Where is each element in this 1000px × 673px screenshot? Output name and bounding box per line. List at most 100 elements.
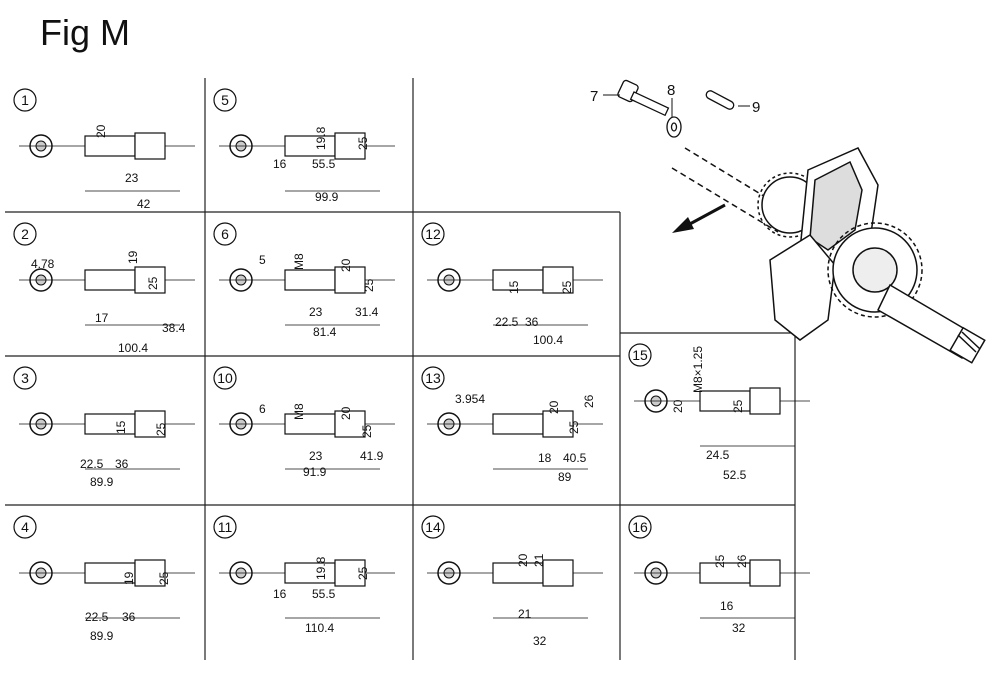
dimension-label: 4.78 bbox=[31, 257, 55, 271]
dimension-label: 20 bbox=[547, 400, 561, 414]
dimension-label: 25 bbox=[146, 276, 160, 290]
dimension-label: 17 bbox=[95, 311, 109, 325]
dimension-label: 32 bbox=[533, 634, 547, 648]
dimension-label: 15 bbox=[507, 280, 521, 294]
dimension-label: 15 bbox=[114, 420, 128, 434]
dimension-label: 99.9 bbox=[315, 190, 339, 204]
shaft-shoulder bbox=[134, 266, 166, 294]
shaft-shoulder bbox=[334, 559, 366, 587]
cell-number-circle bbox=[628, 515, 652, 539]
dimension-label: 42 bbox=[137, 197, 151, 211]
dimension-label: 19.8 bbox=[314, 556, 328, 580]
dimension-label: 24.5 bbox=[706, 448, 730, 462]
shaft-shoulder bbox=[542, 266, 574, 294]
dimension-label: 55.5 bbox=[312, 587, 336, 601]
dimension-label: 55.5 bbox=[312, 157, 336, 171]
dimension-label: 25 bbox=[731, 399, 745, 413]
dimension-label: M8×1.25 bbox=[691, 346, 705, 393]
cell-number: 11 bbox=[218, 519, 233, 535]
dimension-label: 20 bbox=[339, 258, 353, 272]
dimension-label: 91.9 bbox=[303, 465, 327, 479]
dimension-label: 16 bbox=[720, 599, 734, 613]
cell-number: 13 bbox=[425, 370, 441, 386]
dimension-label: 6 bbox=[259, 402, 266, 416]
cell-number: 1 bbox=[21, 92, 29, 108]
callout-leaders bbox=[603, 94, 750, 117]
dimension-label: 100.4 bbox=[118, 341, 148, 355]
dimension-label: 38.4 bbox=[162, 321, 186, 335]
shaft-shoulder bbox=[334, 132, 366, 160]
dimension-label: 21 bbox=[532, 553, 546, 567]
dimension-label: 23 bbox=[309, 305, 323, 319]
dimension-label: 20 bbox=[671, 399, 685, 413]
shaft-shoulder bbox=[749, 387, 781, 415]
cell-number: 10 bbox=[217, 370, 233, 386]
dimension-label: 36 bbox=[115, 457, 129, 471]
dimension-label: 20 bbox=[339, 406, 353, 420]
dimension-label: 19 bbox=[126, 250, 140, 264]
shaft-profile bbox=[84, 269, 136, 291]
dimension-label: 25 bbox=[157, 571, 171, 585]
cell-number-circle bbox=[213, 222, 237, 246]
cell-number-circle bbox=[213, 515, 237, 539]
cell-number-circle bbox=[213, 366, 237, 390]
bolt-icon bbox=[617, 79, 670, 117]
dimension-label: 25 bbox=[713, 554, 727, 568]
shaft-shoulder bbox=[134, 559, 166, 587]
dimension-label: 40.5 bbox=[563, 451, 587, 465]
cell-number-circle bbox=[213, 88, 237, 112]
cell-number-circle bbox=[628, 343, 652, 367]
key-pin-icon bbox=[705, 90, 735, 110]
figure-title: Fig M bbox=[40, 12, 130, 53]
dimension-label: 36 bbox=[122, 610, 136, 624]
dimension-label: 110.4 bbox=[305, 621, 334, 635]
dimension-label: 52.5 bbox=[723, 468, 747, 482]
dimension-label: 22.5 bbox=[85, 610, 109, 624]
cell-number: 16 bbox=[632, 519, 648, 535]
dimension-label: 25 bbox=[356, 136, 370, 150]
dimension-label: 5 bbox=[259, 253, 266, 267]
dimension-label: 3.954 bbox=[455, 392, 485, 406]
dimension-label: 25 bbox=[362, 278, 376, 292]
cell-number: 3 bbox=[21, 370, 29, 386]
dimension-label: 25 bbox=[154, 422, 168, 436]
dimension-label: 23 bbox=[125, 171, 139, 185]
dimension-label: 18 bbox=[538, 451, 552, 465]
crankshaft-illustration bbox=[671, 147, 986, 364]
cell-number: 6 bbox=[221, 226, 229, 242]
cell-number-circle bbox=[13, 88, 37, 112]
dimension-label: 36 bbox=[525, 315, 539, 329]
dimension-label: 89.9 bbox=[90, 475, 114, 489]
cell-number: 4 bbox=[21, 519, 29, 535]
shaft-shoulder bbox=[542, 559, 574, 587]
shaft-shoulder bbox=[334, 410, 366, 438]
cell-number-circle bbox=[13, 366, 37, 390]
cell-number-circle bbox=[421, 366, 445, 390]
dimension-label: 26 bbox=[735, 554, 749, 568]
grid-lines bbox=[5, 78, 796, 660]
callout-9: 9 bbox=[752, 99, 760, 116]
dimension-label: 22.5 bbox=[495, 315, 519, 329]
dimension-label: 100.4 bbox=[533, 333, 563, 347]
dimension-label: 19 bbox=[122, 571, 136, 585]
cell-number: 15 bbox=[632, 347, 648, 363]
dimension-label: M8 bbox=[292, 253, 306, 270]
arrow-indicator bbox=[672, 203, 726, 233]
shaft-shoulder bbox=[749, 559, 781, 587]
shaft-shoulder bbox=[334, 266, 366, 294]
dimension-label: 41.9 bbox=[360, 449, 384, 463]
dimension-label: 25 bbox=[356, 566, 370, 580]
shaft-shoulder bbox=[134, 132, 166, 160]
cell-15: 15 20 M8×1.25 25 24.5 52.5 bbox=[628, 343, 810, 482]
callout-7: 7 bbox=[590, 88, 598, 105]
dimension-label: 16 bbox=[273, 157, 287, 171]
